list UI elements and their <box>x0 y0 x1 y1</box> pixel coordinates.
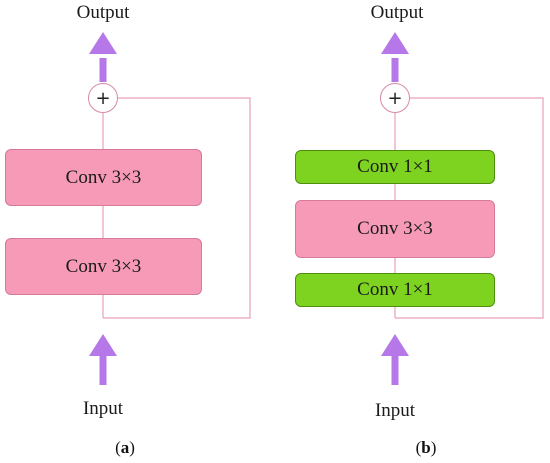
panel-a-conv-block-2: Conv 3×3 <box>5 238 202 295</box>
panel-a-skip-connection <box>103 97 251 319</box>
panel-b-conv1x1-block-bottom: Conv 1×1 <box>295 273 495 307</box>
panel-a-output-arrow-head <box>89 32 117 54</box>
panel-a-output-label: Output <box>76 2 130 23</box>
panel-a-input-arrow-head <box>89 334 117 356</box>
panel-b-caption: (b) <box>416 438 437 458</box>
panel-b-input-arrow-head <box>381 334 409 356</box>
panel-a-caption: (a) <box>115 438 135 458</box>
panel-b-output-arrow-head <box>381 32 409 54</box>
panel-a-add-node: + <box>88 83 118 113</box>
panel-a-caption-close: ) <box>129 438 135 457</box>
panel-b-caption-close: ) <box>430 438 437 457</box>
panel-a-caption-open: ( <box>115 438 121 457</box>
panel-b-caption-letter: b <box>421 438 431 457</box>
panel-a-caption-letter: a <box>120 438 130 457</box>
panel-b-conv1x1-block-top: Conv 1×1 <box>295 150 495 184</box>
panel-b-caption-open: ( <box>415 438 422 457</box>
panel-b-add-node: + <box>380 83 410 113</box>
panel-b-conv3x3-block: Conv 3×3 <box>295 200 495 258</box>
panel-b-output-label: Output <box>370 2 424 23</box>
panel-b-skip-connection <box>395 97 544 319</box>
panel-a-input-label: Input <box>82 398 124 419</box>
panel-b-input-label: Input <box>374 400 416 421</box>
panel-a-conv-block-1: Conv 3×3 <box>5 149 202 206</box>
panel-a-lines <box>89 32 251 385</box>
